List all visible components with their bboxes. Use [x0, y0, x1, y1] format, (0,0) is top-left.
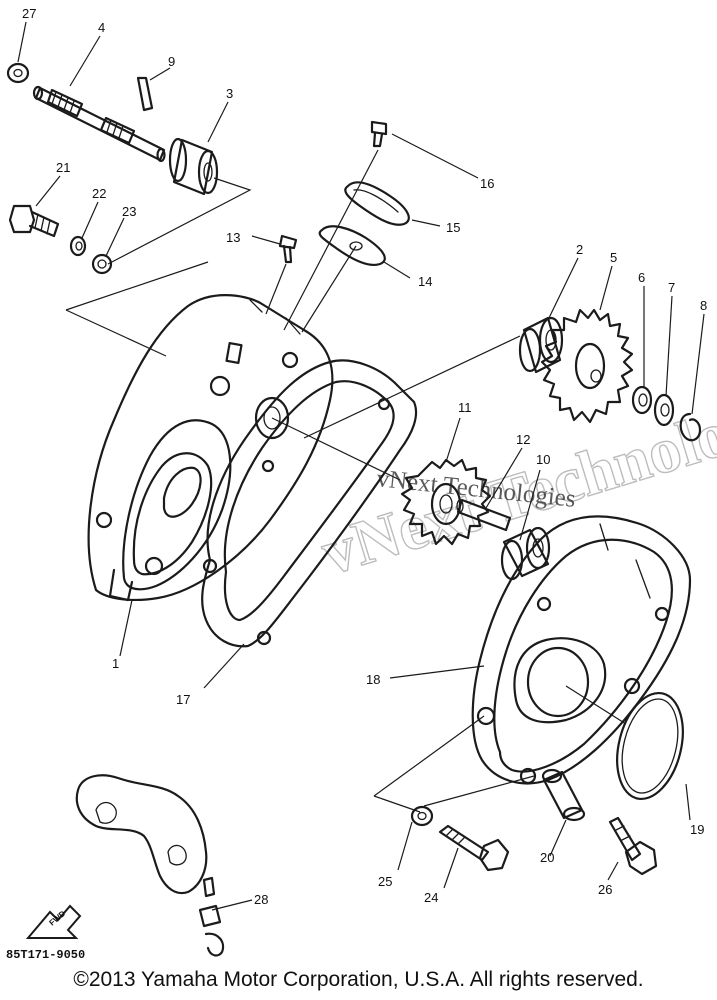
callout-14: 14 — [418, 274, 432, 289]
diagram-code: 85T171-9050 — [6, 948, 86, 962]
callout-6: 6 — [638, 270, 645, 285]
callout-16: 16 — [480, 176, 494, 191]
washer-25[interactable] — [410, 805, 434, 827]
callout-23: 23 — [122, 204, 136, 219]
fwd-arrow-icon: FWD — [25, 904, 82, 939]
callout-28: 28 — [254, 892, 268, 907]
circlip-8[interactable] — [679, 412, 702, 442]
copyright-footer: ©2013 Yamaha Motor Corporation, U.S.A. A… — [73, 968, 644, 991]
callout-25: 25 — [378, 874, 392, 889]
callout-2: 2 — [576, 242, 583, 257]
callout-7: 7 — [668, 280, 675, 295]
collar-3[interactable] — [168, 137, 219, 196]
washer-27[interactable] — [6, 62, 30, 84]
bolt-21[interactable] — [8, 204, 60, 238]
callout-20: 20 — [540, 850, 554, 865]
shaft-4[interactable] — [32, 85, 166, 163]
callout-5: 5 — [610, 250, 617, 265]
gasket-17[interactable] — [201, 359, 418, 648]
elbow-fitting-28[interactable] — [75, 774, 216, 898]
callout-17: 17 — [176, 692, 190, 707]
callout-18: 18 — [366, 672, 380, 687]
bolt-26[interactable] — [608, 816, 658, 876]
callout-3: 3 — [226, 86, 233, 101]
callout-4: 4 — [98, 20, 105, 35]
cap-28[interactable] — [198, 904, 225, 957]
screw-13[interactable] — [278, 234, 298, 264]
pin-9[interactable] — [136, 76, 154, 112]
callout-19: 19 — [690, 822, 704, 837]
callout-21: 21 — [56, 160, 70, 175]
callout-22: 22 — [92, 186, 106, 201]
callout-1: 1 — [112, 656, 119, 671]
o-ring-19[interactable] — [607, 686, 693, 806]
washer-22[interactable] — [69, 235, 87, 257]
sprocket-5[interactable] — [540, 308, 634, 424]
bearing-10[interactable] — [500, 526, 551, 581]
callout-10: 10 — [536, 452, 550, 467]
callout-26: 26 — [598, 882, 612, 897]
washer-6[interactable] — [631, 385, 653, 415]
callout-13: 13 — [226, 230, 240, 245]
bolt-24[interactable] — [438, 824, 510, 872]
callout-24: 24 — [424, 890, 438, 905]
gasket-14[interactable] — [318, 225, 386, 266]
screw-16[interactable] — [370, 120, 388, 148]
collar-20[interactable] — [541, 768, 586, 822]
housing-1[interactable] — [87, 294, 334, 602]
callout-11: 11 — [458, 400, 472, 415]
callout-27: 27 — [22, 6, 36, 21]
callout-12: 12 — [516, 432, 530, 447]
leader-lines — [17, 21, 705, 911]
washer-7[interactable] — [653, 393, 675, 427]
bearing-2[interactable] — [518, 316, 564, 374]
plate-15[interactable] — [344, 181, 410, 226]
callout-9: 9 — [168, 54, 175, 69]
shaft-12[interactable] — [456, 498, 512, 532]
callout-numbers: 27 4 9 3 21 22 23 13 16 15 14 2 5 6 7 8 … — [22, 6, 707, 907]
callout-8: 8 — [700, 298, 707, 313]
washer-23[interactable] — [91, 253, 113, 275]
cover-18[interactable] — [471, 515, 692, 785]
callout-15: 15 — [446, 220, 460, 235]
